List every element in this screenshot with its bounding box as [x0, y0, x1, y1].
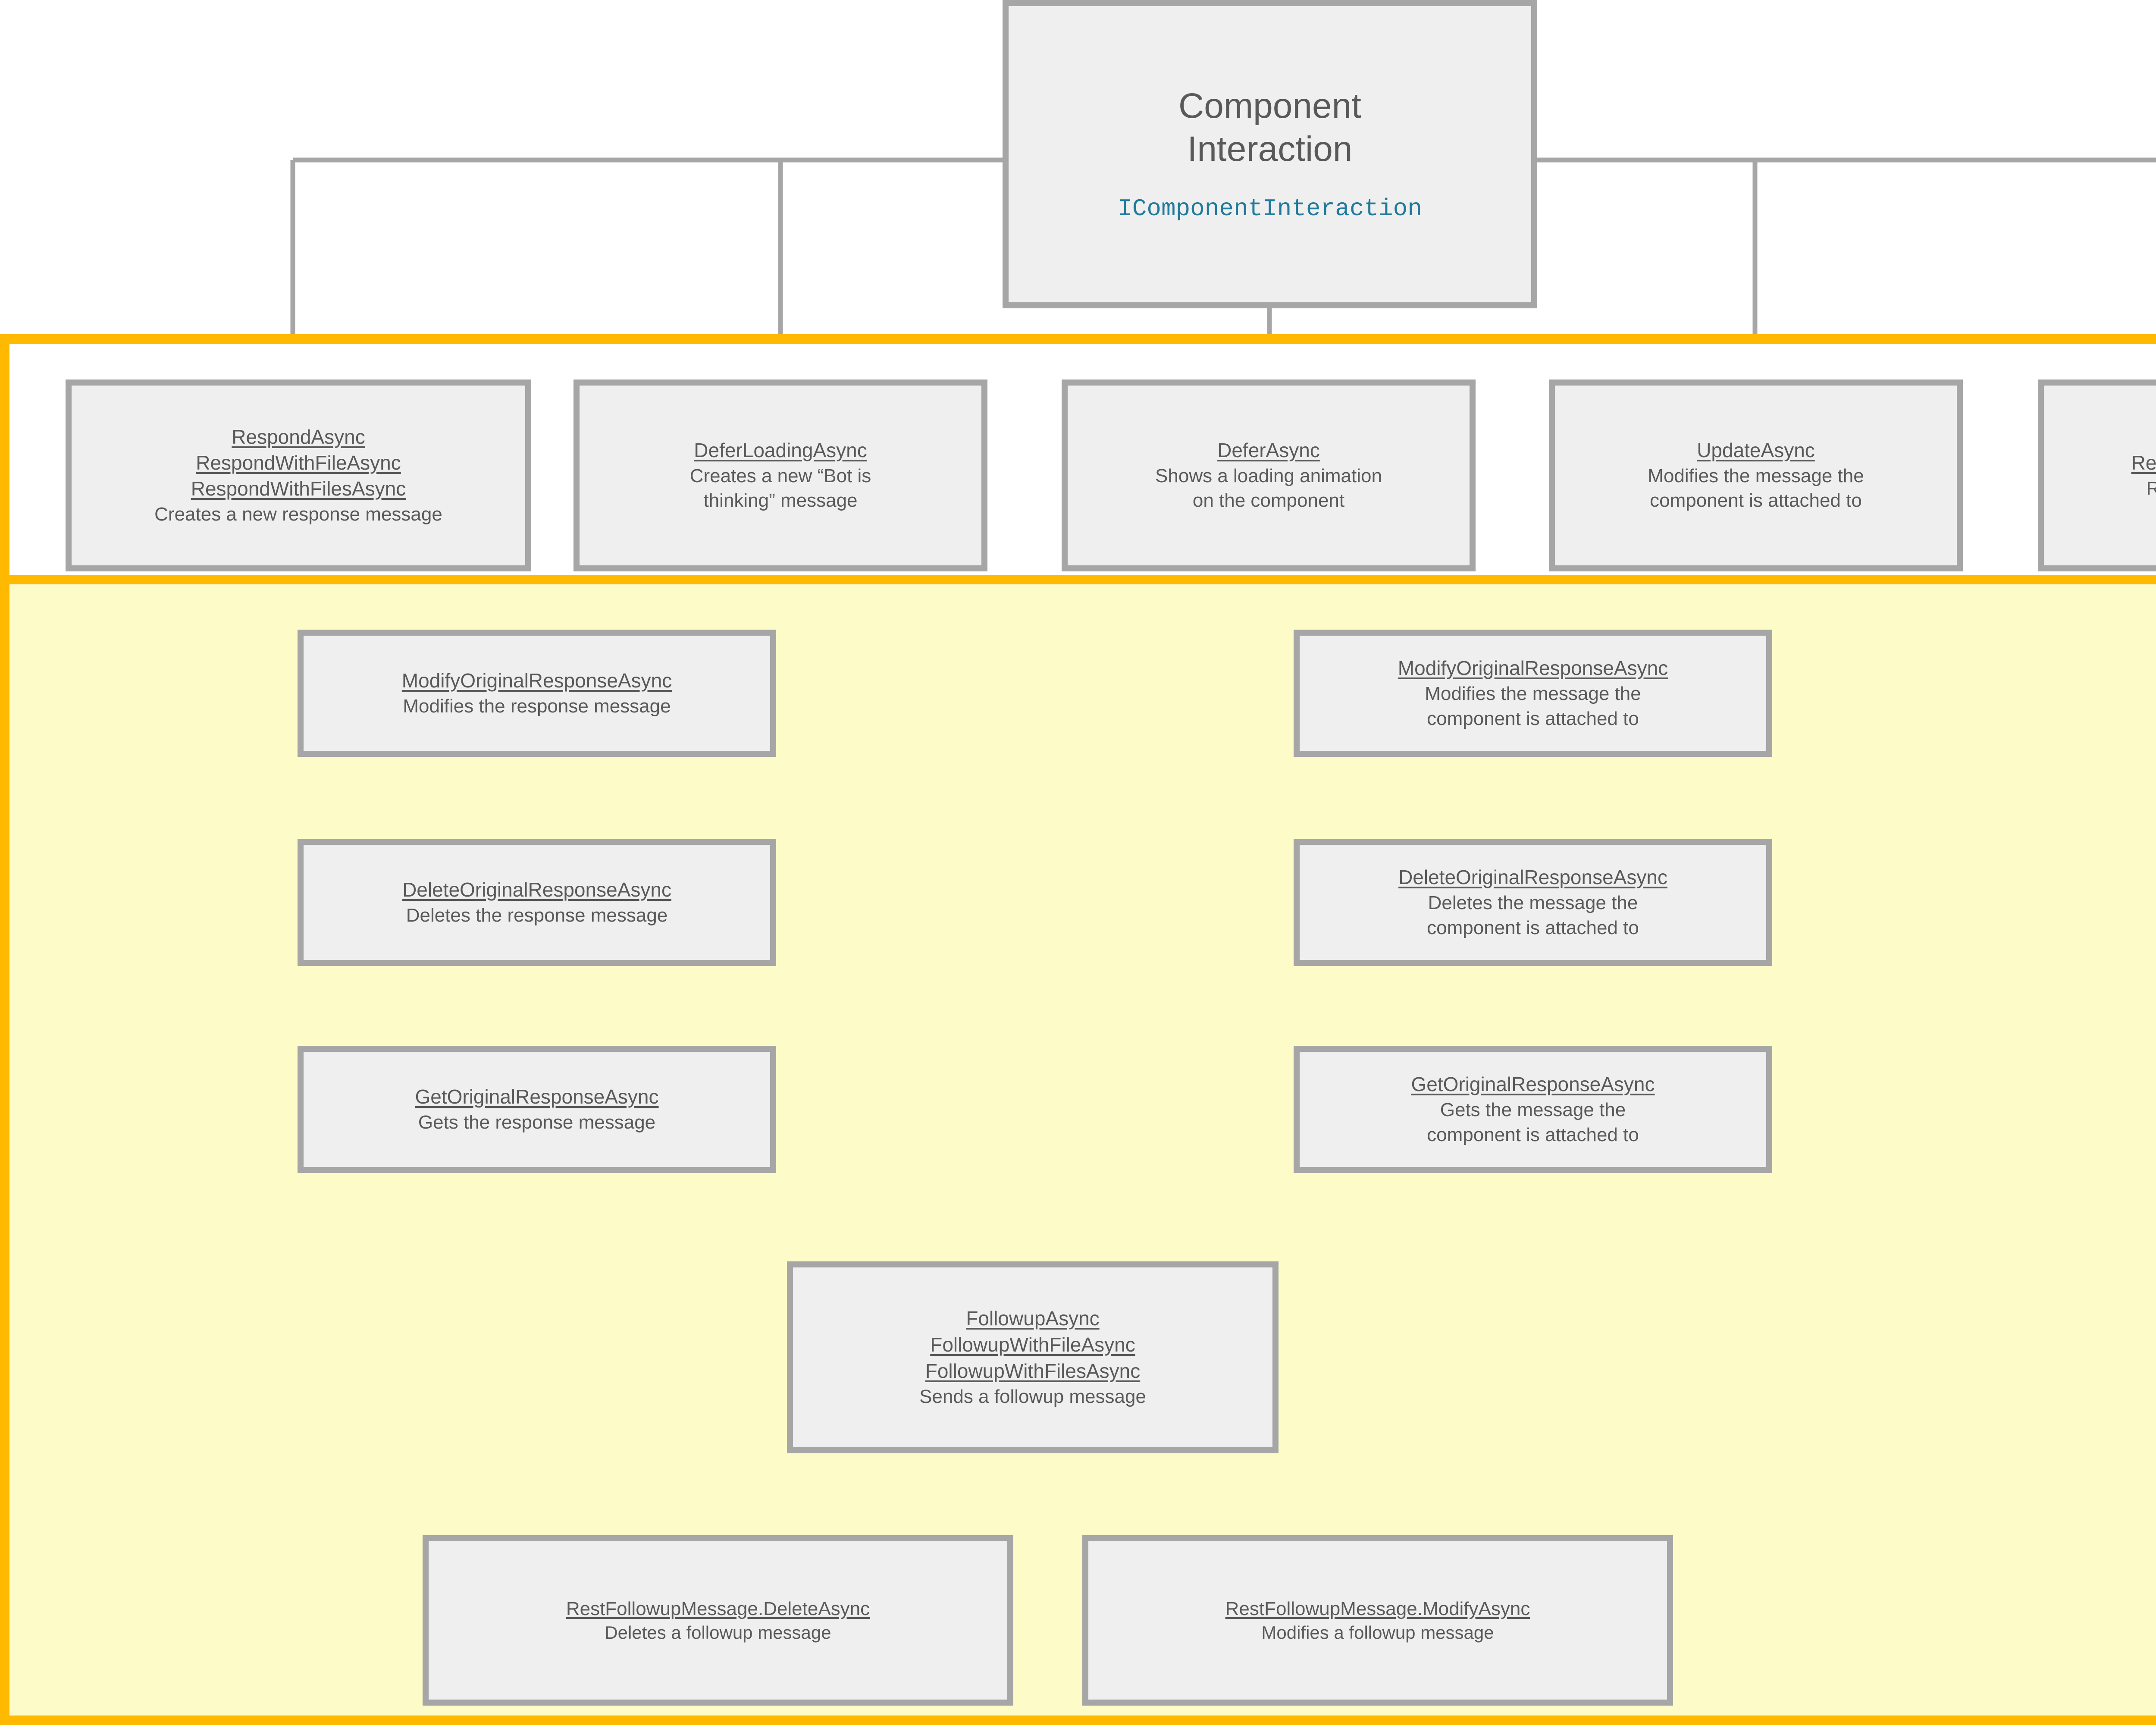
method-description: Deletes the response message [406, 904, 668, 926]
method-description: Modifies the message the [1425, 683, 1641, 704]
method-name: FollowupWithFilesAsync [925, 1359, 1141, 1382]
method-description: Deletes a followup message [605, 1622, 831, 1643]
root-title-line1: Component [1178, 86, 1361, 126]
method-description: Gets the message the [1440, 1099, 1626, 1120]
method-name: DeferAsync [1217, 439, 1320, 462]
method-name: DeleteOriginalResponseAsync [1398, 866, 1667, 889]
method-description: Creates a new “Bot is [689, 465, 871, 487]
method-name: ModifyOriginalResponseAsync [1398, 657, 1668, 680]
node-component-interaction[interactable]: Component Interaction IComponentInteract… [1003, 0, 1537, 308]
node-respond-with-modal-async[interactable]: RespondWithModalAsync Responds with a mo… [2038, 380, 2156, 571]
method-name: RespondWithFilesAsync [191, 477, 406, 500]
method-name: FollowupAsync [966, 1307, 1100, 1330]
node-modify-original-response-async-left[interactable]: ModifyOriginalResponseAsync Modifies the… [298, 630, 776, 757]
node-update-async[interactable]: UpdateAsync Modifies the message the com… [1549, 380, 1963, 571]
method-name: GetOriginalResponseAsync [1411, 1073, 1655, 1096]
method-description: component is attached to [1427, 1124, 1639, 1145]
method-description: Deletes the message the [1428, 892, 1638, 913]
node-get-original-response-async-right[interactable]: GetOriginalResponseAsync Gets the messag… [1294, 1046, 1772, 1173]
method-description: thinking” message [703, 490, 858, 511]
node-delete-original-response-async-left[interactable]: DeleteOriginalResponseAsync Deletes the … [298, 839, 776, 966]
method-name: DeferLoadingAsync [694, 439, 867, 462]
method-name: RespondAsync [232, 426, 365, 448]
method-description: Modifies the response message [403, 695, 671, 717]
node-rest-followup-message-delete-async[interactable]: RestFollowupMessage.DeleteAsync Deletes … [423, 1535, 1013, 1706]
method-description: Sends a followup message [919, 1386, 1146, 1407]
method-description: Shows a loading animation [1155, 465, 1382, 487]
method-description: Gets the response message [418, 1111, 656, 1133]
node-respond-async[interactable]: RespondAsync RespondWithFileAsync Respon… [66, 380, 531, 571]
method-description: component is attached to [1650, 490, 1862, 511]
method-name: RestFollowupMessage.ModifyAsync [1225, 1598, 1530, 1619]
node-get-original-response-async-left[interactable]: GetOriginalResponseAsync Gets the respon… [298, 1046, 776, 1173]
node-followup-async-hub[interactable]: FollowupAsync FollowupWithFileAsync Foll… [787, 1261, 1279, 1453]
node-delete-original-response-async-right[interactable]: DeleteOriginalResponseAsync Deletes the … [1294, 839, 1772, 966]
method-description: component is attached to [1427, 917, 1639, 938]
method-description: Modifies the message the [1648, 465, 1864, 487]
node-rest-followup-message-modify-async[interactable]: RestFollowupMessage.ModifyAsync Modifies… [1082, 1535, 1673, 1706]
method-name: DeleteOriginalResponseAsync [402, 878, 671, 901]
method-name: UpdateAsync [1697, 439, 1815, 462]
method-description: Modifies a followup message [1261, 1622, 1494, 1643]
method-description: Creates a new response message [154, 503, 442, 525]
method-description: on the component [1192, 490, 1345, 511]
root-interface-name: IComponentInteraction [1118, 195, 1422, 223]
method-description: component is attached to [1427, 708, 1639, 729]
method-name: RespondWithModalAsync [2131, 452, 2156, 474]
root-title-line2: Interaction [1187, 129, 1353, 169]
method-name: ModifyOriginalResponseAsync [401, 669, 672, 692]
node-modify-original-response-async-right[interactable]: ModifyOriginalResponseAsync Modifies the… [1294, 630, 1772, 757]
node-defer-async[interactable]: DeferAsync Shows a loading animation on … [1062, 380, 1476, 571]
method-name: FollowupWithFileAsync [930, 1333, 1135, 1356]
method-name: GetOriginalResponseAsync [415, 1085, 659, 1108]
method-name: RespondWithFileAsync [196, 452, 401, 474]
method-description: Responds with a modal [2146, 477, 2156, 499]
node-defer-loading-async[interactable]: DeferLoadingAsync Creates a new “Bot is … [573, 380, 987, 571]
method-name: RestFollowupMessage.DeleteAsync [566, 1598, 870, 1619]
